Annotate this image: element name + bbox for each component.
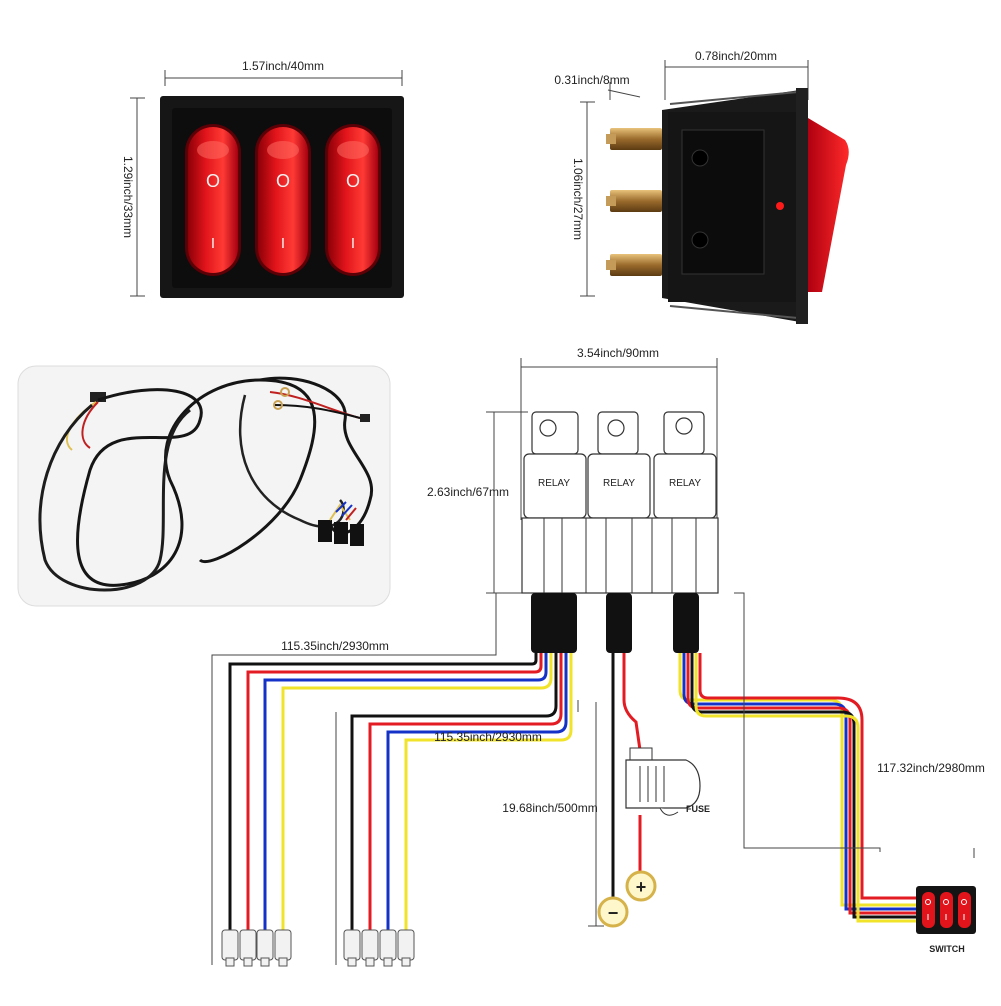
spade-terminals-a <box>221 929 292 967</box>
rocker-3-on-symbol: O <box>346 171 360 191</box>
sleeve-2 <box>606 593 632 653</box>
spade-terminals-b <box>343 929 415 967</box>
front-height-label: 1.29inch/33mm <box>121 156 135 238</box>
negative-symbol: − <box>608 903 619 923</box>
front-view: 1.57inch/40mm 1.29inch/33mm O I O I <box>121 59 404 298</box>
wire-length-label-1: 115.35inch/2930mm <box>281 639 389 653</box>
wire-length-label-2: 115.35inch/2930mm <box>434 730 542 744</box>
wire-length-dimensions: 115.35inch/2930mm 115.35inch/2930mm <box>211 593 579 965</box>
rocker-1-on-symbol: O <box>206 171 220 191</box>
switch-lead-length-label: 117.32inch/2980mm <box>877 761 985 775</box>
harness-diagram: 3.54inch/90mm 2.63inch/67mm RELAY RELAY … <box>211 346 985 967</box>
relay-block-width-label: 3.54inch/90mm <box>577 346 659 360</box>
switch-lead-dimension <box>734 592 975 858</box>
rocker-1-off-symbol: I <box>211 235 215 252</box>
switch-bezel <box>796 88 808 324</box>
side-height-label: 1.06inch/27mm <box>571 158 585 240</box>
sleeve-3 <box>673 593 699 653</box>
relay-block-height-label: 2.63inch/67mm <box>427 485 509 499</box>
rocker-side-profile <box>808 118 849 292</box>
sleeve-1 <box>531 593 577 653</box>
power-lead-length-label: 19.68inch/500mm <box>502 801 597 815</box>
rocker-3: O I <box>325 124 381 276</box>
front-width-label: 1.57inch/40mm <box>242 59 324 73</box>
photo-relay-cluster <box>318 501 364 546</box>
rocker-1: O I <box>185 124 241 276</box>
fuse-holder: FUSE <box>625 747 710 816</box>
rocker-2-off-symbol: I <box>281 235 285 252</box>
relay-3: RELAY <box>653 411 717 519</box>
positive-terminal: + <box>625 870 657 902</box>
side-view: 0.78inch/20mm 0.31inch/8mm 1.06inch/27mm <box>554 49 849 324</box>
relay-socket-block <box>521 517 719 594</box>
switch-terminals <box>606 128 662 276</box>
wire-bundle-a <box>228 653 553 938</box>
rocker-3-off-symbol: I <box>351 235 355 252</box>
relay-1: RELAY <box>523 411 587 519</box>
wire-bundle-b <box>350 653 573 938</box>
indicator-led <box>776 202 784 210</box>
rocker-2: O I <box>255 124 311 276</box>
switch-label: SWITCH <box>929 944 965 954</box>
relay-2-label: RELAY <box>603 478 635 489</box>
switch-lead <box>678 653 918 923</box>
switch-icon: SWITCH <box>916 886 976 954</box>
terminal-dimension-line <box>607 89 641 98</box>
terminal-length-label: 0.31inch/8mm <box>554 73 629 87</box>
side-depth-label: 0.78inch/20mm <box>695 49 777 63</box>
relay-1-label: RELAY <box>538 478 570 489</box>
relay-2: RELAY <box>587 411 651 519</box>
relay-3-label: RELAY <box>669 478 701 489</box>
positive-symbol: + <box>636 877 647 897</box>
fuse-label: FUSE <box>686 804 710 814</box>
harness-photo-panel <box>17 365 391 607</box>
power-leads <box>611 653 642 900</box>
negative-terminal: − <box>597 896 629 928</box>
rocker-2-on-symbol: O <box>276 171 290 191</box>
